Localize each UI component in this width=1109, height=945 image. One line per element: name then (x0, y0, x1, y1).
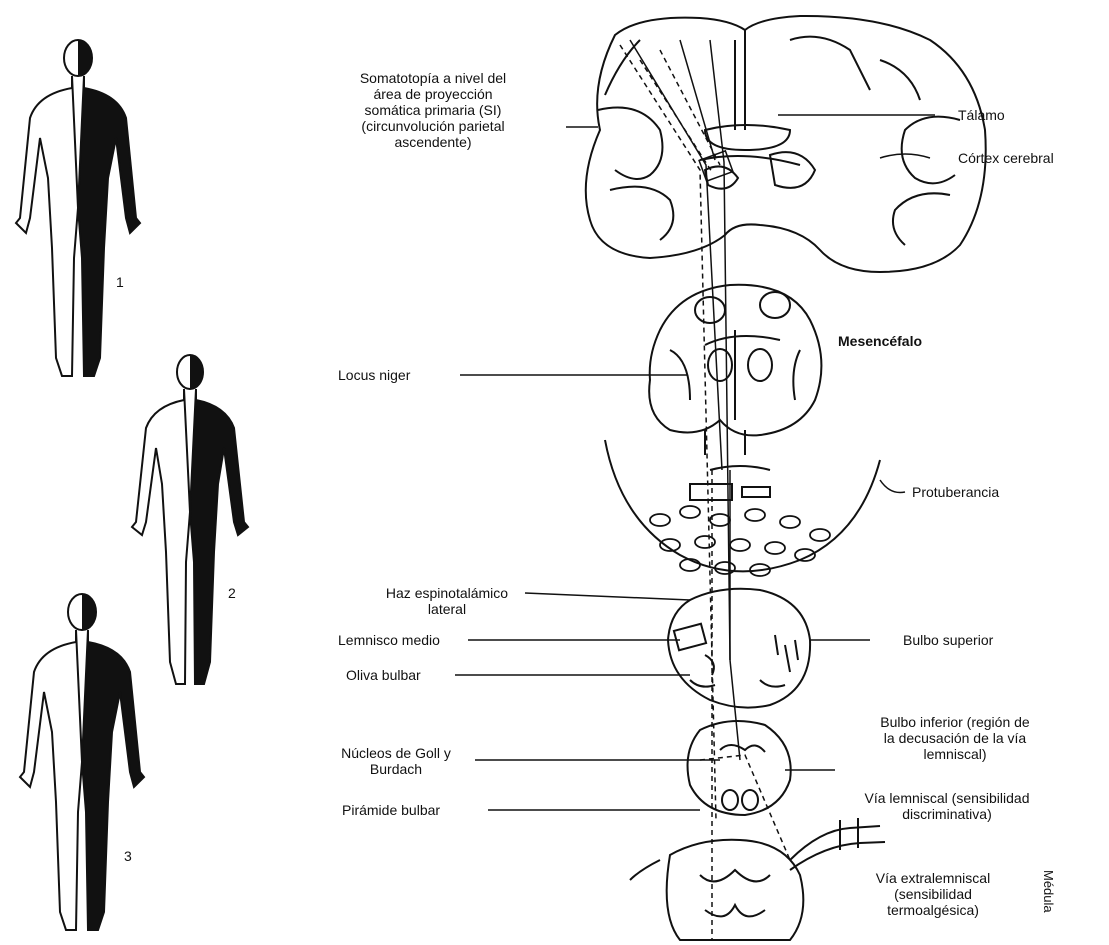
figure-number-2: 2 (228, 585, 236, 601)
leader-lines (455, 115, 935, 810)
bulbo-inferior-section (688, 721, 791, 815)
brain-coronal-section (586, 16, 986, 272)
label-oliva-bulbar: Oliva bulbar (346, 667, 421, 683)
label-lemnisco-medio: Lemnisco medio (338, 632, 440, 648)
body-figure-2 (132, 355, 248, 684)
label-protuberancia: Protuberancia (912, 484, 999, 500)
bulbo-superior-section (668, 589, 810, 708)
label-locus-niger: Locus niger (338, 367, 410, 383)
leader-protuberancia (880, 480, 905, 493)
protuberancia-section (605, 430, 880, 576)
label-via-lemniscal: Vía lemniscal (sensibilidad discriminati… (820, 790, 1074, 822)
brainstem-tract-lines (730, 470, 740, 760)
figure-number-3: 3 (124, 848, 132, 864)
leader-cortex (880, 154, 930, 158)
label-nucleos-goll-burdach: Núcleos de Goll y Burdach (318, 745, 474, 777)
body-figure-1 (16, 40, 140, 376)
leader-haz (525, 593, 690, 600)
figure-number-1: 1 (116, 274, 124, 290)
mesencefalo-section (649, 285, 821, 436)
label-mesencefalo: Mesencéfalo (838, 333, 922, 349)
label-talamo: Tálamo (958, 107, 1005, 123)
body-figure-3 (20, 594, 144, 930)
label-bulbo-superior: Bulbo superior (903, 632, 993, 648)
label-somatotopia: Somatotopía a nivel del área de proyecci… (300, 70, 566, 150)
label-medula: Médula (1041, 870, 1056, 913)
label-cortex-cerebral: Córtex cerebral (958, 150, 1054, 166)
label-haz-espinotalamico: Haz espinotalámico lateral (372, 585, 522, 617)
label-bulbo-inferior: Bulbo inferior (región de la decusación … (824, 714, 1086, 762)
label-via-extralemniscal: Vía extralemniscal (sensibilidad termoal… (846, 870, 1020, 918)
label-piramide-bulbar: Pirámide bulbar (342, 802, 440, 818)
